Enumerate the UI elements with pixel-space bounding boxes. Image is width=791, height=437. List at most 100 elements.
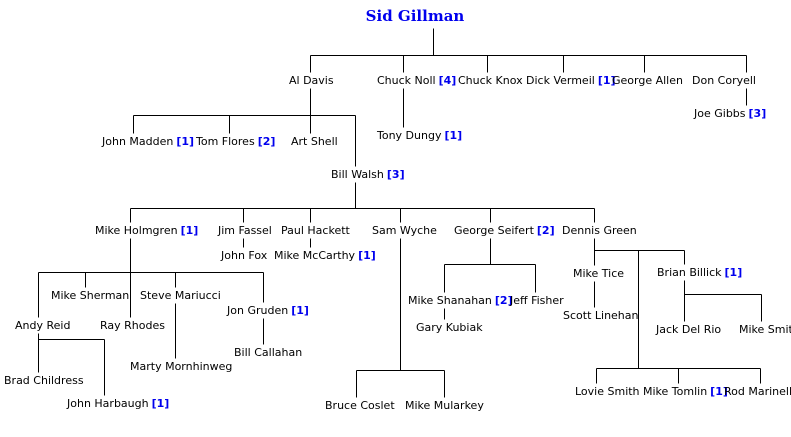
coach-node-gary-kubiak: Gary Kubiak xyxy=(416,321,483,334)
coach-node-george-allen: George Allen xyxy=(612,74,683,87)
coach-name: Mike Mularkey xyxy=(405,399,484,412)
citation-link[interactable]: [3] xyxy=(748,107,767,120)
coach-name: Chuck Noll xyxy=(377,74,436,87)
coach-name: Sam Wyche xyxy=(372,224,437,237)
citation-link[interactable]: [1] xyxy=(176,135,195,148)
coach-node-mike-mularkey: Mike Mularkey xyxy=(405,399,484,412)
coach-node-brian-billick: Brian Billick[1] xyxy=(657,266,742,279)
coach-node-marty-mornhinweg: Marty Mornhinweg xyxy=(130,360,232,373)
coach-name: Andy Reid xyxy=(15,319,71,332)
coach-name: Jeff Fisher xyxy=(510,294,564,307)
coach-name: Steve Mariucci xyxy=(140,289,221,302)
coach-name: George Allen xyxy=(612,74,683,87)
citation-link[interactable]: [1] xyxy=(710,385,728,398)
coach-name: Paul Hackett xyxy=(281,224,350,237)
coach-node-tony-dungy: Tony Dungy[1] xyxy=(377,129,462,142)
coach-node-mike-tice: Mike Tice xyxy=(573,267,624,280)
coach-node-joe-gibbs: Joe Gibbs[3] xyxy=(694,107,766,120)
citation-link[interactable]: [1] xyxy=(180,224,199,237)
citation-link[interactable]: [3] xyxy=(386,168,405,181)
coach-node-mike-tomlin: Mike Tomlin[1] xyxy=(643,385,728,398)
coach-name: Jon Gruden xyxy=(227,304,289,317)
coach-name: Art Shell xyxy=(291,135,338,148)
coach-name: Brian Billick xyxy=(657,266,722,279)
coach-node-scott-linehan: Scott Linehan xyxy=(563,309,639,322)
coach-name: Bill Walsh xyxy=(331,168,384,181)
coach-node-rod-marinelli: Rod Marinelli xyxy=(724,385,791,398)
coach-name: Scott Linehan xyxy=(563,309,639,322)
coach-name: John Madden xyxy=(102,135,174,148)
coach-name: Jack Del Rio xyxy=(656,323,722,336)
coach-name: Mike Holmgren xyxy=(95,224,178,237)
coach-name: Mike Sherman xyxy=(51,289,130,302)
coach-name: Ray Rhodes xyxy=(100,319,165,332)
coach-node-ray-rhodes: Ray Rhodes xyxy=(100,319,165,332)
coach-node-don-coryell: Don Coryell xyxy=(692,74,756,87)
citation-link[interactable]: [1] xyxy=(291,304,309,317)
coach-name: Tom Flores xyxy=(196,135,255,148)
coach-node-bill-callahan: Bill Callahan xyxy=(234,346,302,359)
coach-name: Lovie Smith xyxy=(575,385,640,398)
coach-name: George Seifert xyxy=(454,224,534,237)
tree-root-title: Sid Gillman xyxy=(365,7,465,25)
coach-node-mike-sherman: Mike Sherman xyxy=(51,289,129,302)
coach-node-sam-wyche: Sam Wyche xyxy=(372,224,437,237)
citation-link[interactable]: [2] xyxy=(494,294,513,307)
citation-link[interactable]: [4] xyxy=(438,74,457,87)
coach-name: Chuck Knox xyxy=(458,74,523,87)
coach-name: Bruce Coslet xyxy=(325,399,395,412)
coach-node-mike-shanahan: Mike Shanahan[2] xyxy=(408,294,513,307)
coach-name: Mike McCarthy xyxy=(274,249,356,262)
coach-name: John Fox xyxy=(221,249,268,262)
citation-link[interactable]: [1] xyxy=(444,129,463,142)
coach-node-john-fox: John Fox xyxy=(221,249,267,262)
coach-node-bruce-coslet: Bruce Coslet xyxy=(325,399,395,412)
coach-node-paul-hackett: Paul Hackett xyxy=(281,224,350,237)
coach-node-steve-mariucci: Steve Mariucci xyxy=(140,289,221,302)
coach-node-dennis-green: Dennis Green xyxy=(562,224,637,237)
coach-node-mike-mccarthy: Mike McCarthy[1] xyxy=(274,249,376,262)
coach-node-george-seifert: George Seifert[2] xyxy=(454,224,555,237)
coach-node-chuck-noll: Chuck Noll[4] xyxy=(377,74,456,87)
coach-node-john-madden: John Madden[1] xyxy=(102,135,194,148)
citation-link[interactable]: [1] xyxy=(724,266,743,279)
coach-name: Mike Tomlin xyxy=(643,385,708,398)
coach-node-mike-holmgren: Mike Holmgren[1] xyxy=(95,224,198,237)
coach-name: John Harbaugh xyxy=(67,397,149,410)
coach-node-john-harbaugh: John Harbaugh[1] xyxy=(67,397,169,410)
coach-node-dick-vermeil: Dick Vermeil[1] xyxy=(526,74,616,87)
citation-link[interactable]: [2] xyxy=(257,135,276,148)
citation-link[interactable]: [1] xyxy=(358,249,376,262)
coach-name: Mike Shanahan xyxy=(408,294,492,307)
citation-link[interactable]: [2] xyxy=(536,224,555,237)
coach-name: Joe Gibbs xyxy=(694,107,746,120)
coach-name: Brad Childress xyxy=(4,374,84,387)
coach-node-jeff-fisher: Jeff Fisher xyxy=(510,294,564,307)
coach-node-chuck-knox: Chuck Knox xyxy=(458,74,523,87)
coach-node-jim-fassel: Jim Fassel xyxy=(218,224,272,237)
coach-node-art-shell: Art Shell xyxy=(291,135,338,148)
coach-name: Bill Callahan xyxy=(234,346,303,359)
coach-name: Gary Kubiak xyxy=(416,321,483,334)
coach-name: Rod Marinelli xyxy=(724,385,791,398)
citation-link[interactable]: [1] xyxy=(597,74,616,87)
coach-name: Don Coryell xyxy=(692,74,756,87)
coach-name: Mike Smith xyxy=(739,323,791,336)
coach-node-jon-gruden: Jon Gruden[1] xyxy=(227,304,309,317)
coach-name: Mike Tice xyxy=(573,267,625,280)
coach-node-andy-reid: Andy Reid xyxy=(15,319,70,332)
coach-node-lovie-smith: Lovie Smith xyxy=(575,385,640,398)
coach-node-tom-flores: Tom Flores[2] xyxy=(196,135,275,148)
coach-node-jack-del-rio: Jack Del Rio xyxy=(656,323,721,336)
coach-node-mike-smith: Mike Smith xyxy=(739,323,791,336)
coach-name: Dick Vermeil xyxy=(526,74,595,87)
coach-name: Al Davis xyxy=(289,74,334,87)
coach-name: Jim Fassel xyxy=(218,224,272,237)
citation-link[interactable]: [1] xyxy=(151,397,170,410)
coach-node-bill-walsh: Bill Walsh[3] xyxy=(331,168,405,181)
coach-name: Tony Dungy xyxy=(377,129,442,142)
coach-node-al-davis: Al Davis xyxy=(289,74,334,87)
coach-node-brad-childress: Brad Childress xyxy=(4,374,84,387)
